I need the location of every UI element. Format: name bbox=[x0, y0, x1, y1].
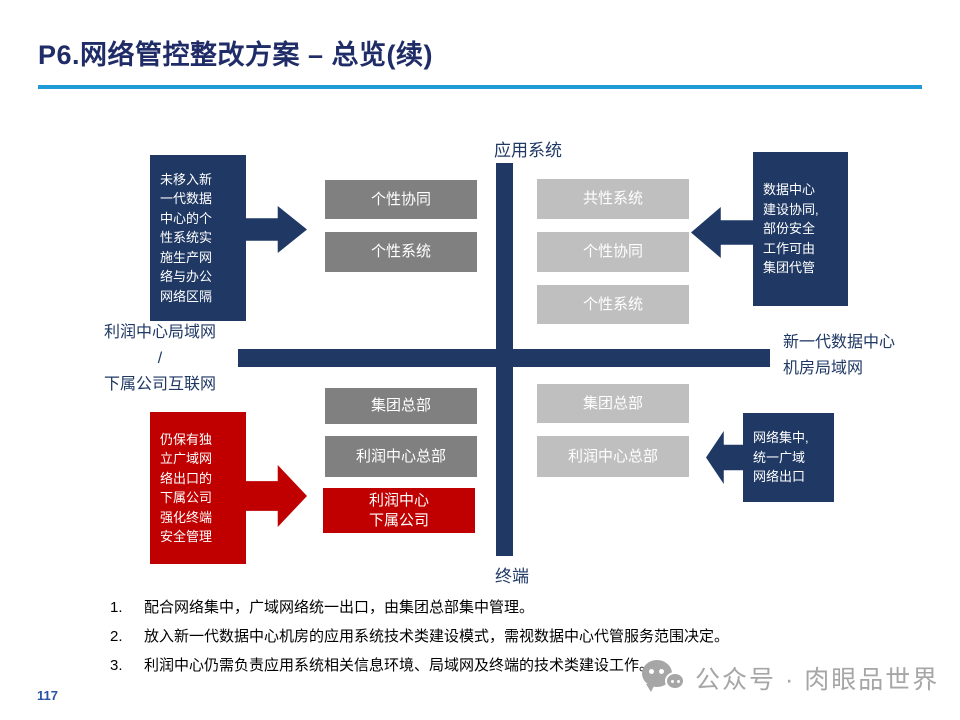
note-number: 3. bbox=[110, 657, 123, 674]
horizontal-axis-bar bbox=[238, 349, 770, 367]
note-text: 放入新一代数据中心机房的应用系统技术类建设模式，需视数据中心代管服务范围决定。 bbox=[144, 628, 730, 645]
axis-label-right: 新一代数据中心 机房局域网 bbox=[783, 334, 896, 377]
org-box-group-hq-left: 集团总部 bbox=[325, 388, 477, 424]
system-box-personal-collab-right: 个性协同 bbox=[537, 232, 689, 272]
page-title: P6.网络管控整改方案 – 总览(续) bbox=[38, 40, 434, 70]
page-number: 117 bbox=[37, 688, 58, 703]
org-box-profit-center-subsidiary: 利润中心 下属公司 bbox=[323, 488, 475, 533]
callout-top-left: 未移入新 一代数据 中心的个 性系统实 施生产网 络与办公 网络区隔 bbox=[150, 155, 246, 321]
note-text: 利润中心仍需负责应用系统相关信息环境、局域网及终端的技术类建设工作。 bbox=[144, 657, 655, 674]
arrow-left-icon bbox=[706, 431, 743, 484]
note-item: 3. 利润中心仍需负责应用系统相关信息环境、局域网及终端的技术类建设工作。 bbox=[110, 655, 910, 676]
org-box-profit-center-hq-right: 利润中心总部 bbox=[537, 436, 689, 477]
callout-bottom-right: 网络集中, 统一广域 网络出口 bbox=[743, 413, 834, 502]
axis-label-top: 应用系统 bbox=[494, 141, 562, 160]
arrow-left-icon bbox=[691, 207, 753, 258]
org-box-profit-center-hq-left: 利润中心总部 bbox=[325, 436, 477, 477]
note-item: 1. 配合网络集中，广域网络统一出口，由集团总部集中管理。 bbox=[110, 597, 910, 618]
note-number: 1. bbox=[110, 599, 123, 616]
watermark-text: 公众号 · 肉眼品世界 bbox=[695, 666, 940, 694]
arrow-right-icon bbox=[246, 206, 307, 253]
system-box-personal-system-right: 个性系统 bbox=[537, 285, 689, 324]
axis-label-bottom: 终端 bbox=[495, 567, 529, 586]
callout-top-right: 数据中心 建设协同, 部份安全 工作可由 集团代管 bbox=[753, 152, 848, 306]
note-text: 配合网络集中，广域网络统一出口，由集团总部集中管理。 bbox=[144, 599, 535, 616]
wechat-bubbles-icon bbox=[642, 658, 686, 698]
watermark: 公众号 · 肉眼品世界 bbox=[642, 658, 939, 698]
org-box-group-hq-right: 集团总部 bbox=[537, 384, 689, 423]
system-box-personal-system-left: 个性系统 bbox=[325, 232, 477, 272]
note-number: 2. bbox=[110, 628, 123, 645]
notes-list: 1. 配合网络集中，广域网络统一出口，由集团总部集中管理。 2. 放入新一代数据… bbox=[110, 597, 910, 684]
arrow-right-icon bbox=[246, 465, 307, 527]
axis-label-left: 利润中心局域网 / 下属公司互联网 bbox=[103, 324, 216, 393]
note-item: 2. 放入新一代数据中心机房的应用系统技术类建设模式，需视数据中心代管服务范围决… bbox=[110, 626, 910, 647]
system-box-common-system: 共性系统 bbox=[537, 179, 689, 219]
callout-bottom-left: 仍保有独 立广域网 络出口的 下属公司 强化终端 安全管理 bbox=[150, 412, 246, 564]
system-box-personal-collab-left: 个性协同 bbox=[325, 180, 477, 219]
title-underline bbox=[38, 85, 922, 89]
